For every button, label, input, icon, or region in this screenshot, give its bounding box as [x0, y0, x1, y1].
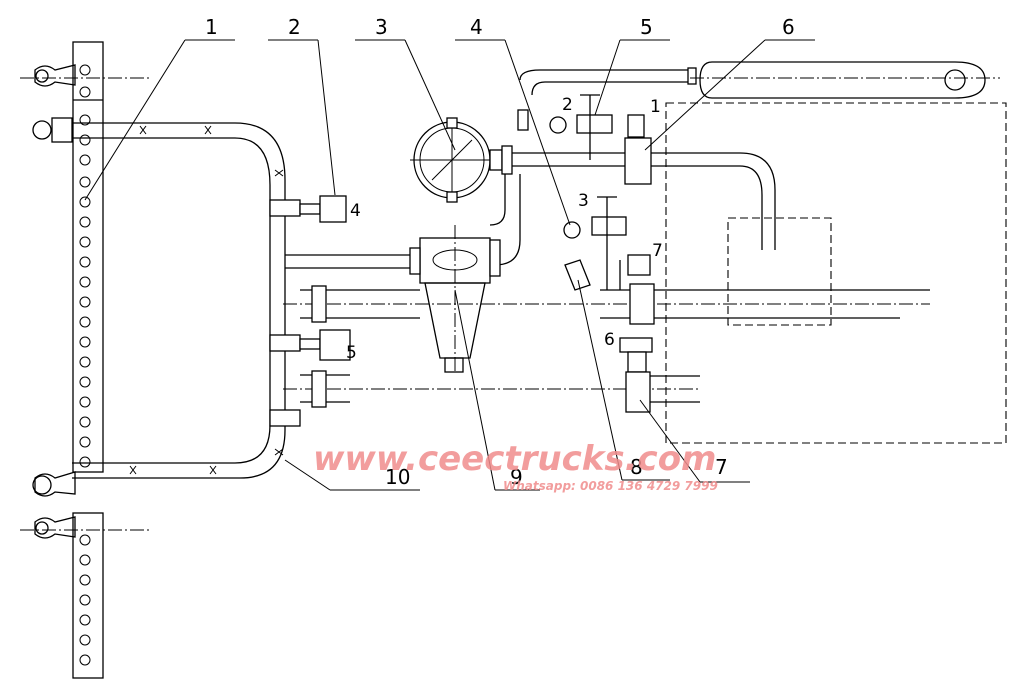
part-label-4: 4: [350, 201, 361, 221]
watermark-contact: Whatsapp: 0086 136 4729 7999: [503, 479, 718, 493]
watermark-site: www.ceectrucks.com: [313, 439, 716, 479]
u-pipe: [72, 122, 351, 479]
callout-4: 4: [470, 15, 483, 39]
part-label-1: 1: [650, 97, 661, 117]
valve-group: [549, 94, 930, 413]
pressure-gauge: [410, 117, 513, 203]
filter-assembly: [409, 225, 501, 373]
tank: [690, 61, 1000, 99]
part-label-2: 2: [562, 95, 573, 115]
left-frame-rail: [72, 41, 104, 679]
leader-lines: [84, 39, 815, 491]
dashed-enclosures: [665, 102, 1007, 444]
part-label-6: 6: [604, 330, 615, 350]
callout-5: 5: [640, 15, 653, 39]
gauge-pipes: [489, 67, 776, 266]
callout-6: 6: [782, 15, 795, 39]
callout-7: 7: [715, 455, 728, 479]
callout-8: 8: [630, 455, 643, 479]
callout-3: 3: [375, 15, 388, 39]
callout-10: 10: [385, 465, 410, 489]
callout-1: 1: [205, 15, 218, 39]
part-label-3: 3: [578, 191, 589, 211]
part-label-7: 7: [652, 241, 663, 261]
part-label-5: 5: [346, 343, 357, 363]
callout-2: 2: [288, 15, 301, 39]
rail-clamps: [20, 64, 150, 539]
callout-9: 9: [510, 465, 523, 489]
